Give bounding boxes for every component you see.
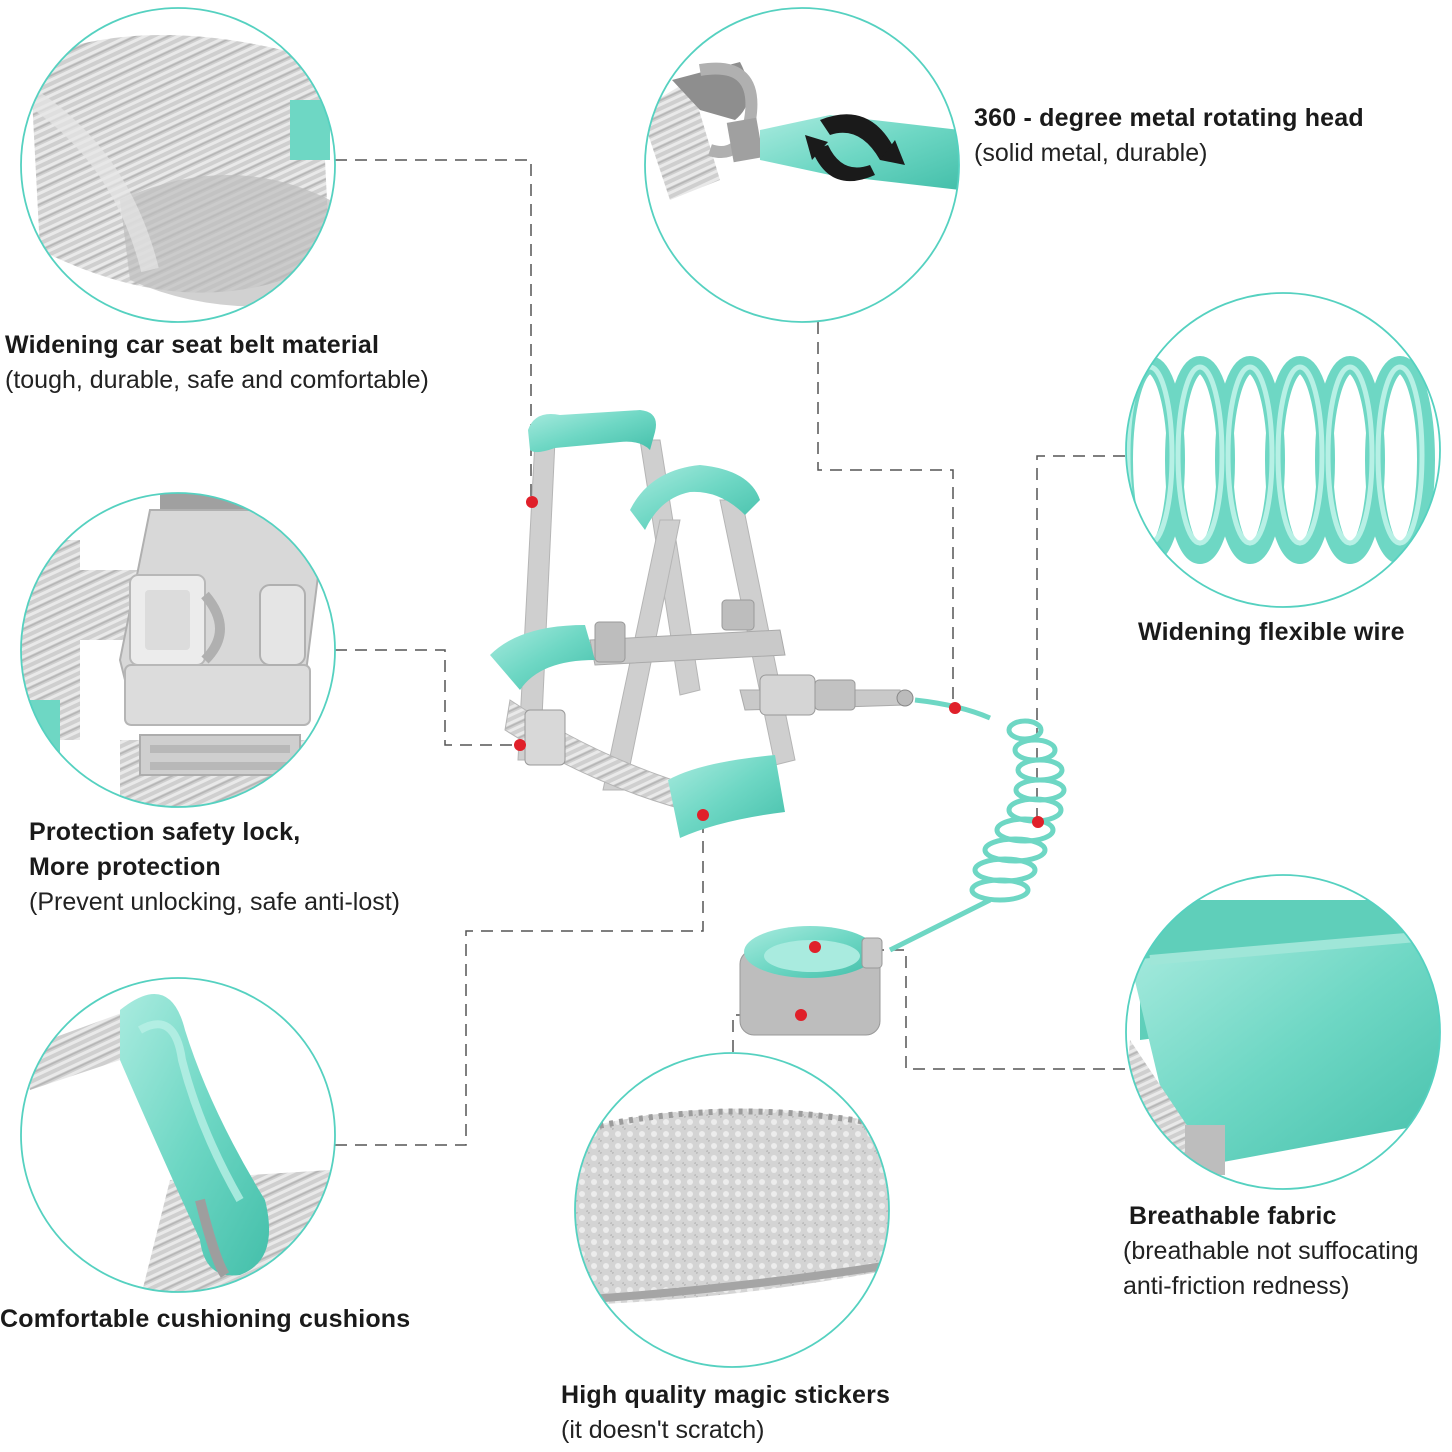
callout-magic-stickers: High quality magic stickers (it doesn't … — [561, 1378, 890, 1448]
marker-seat-belt — [526, 496, 538, 508]
marker-safety-lock — [514, 739, 526, 751]
leader-seat-belt — [335, 159, 532, 500]
callout-title: 360 - degree metal rotating head — [974, 104, 1364, 132]
callout-title: Protection safety lock, — [29, 818, 301, 846]
callout-subtitle: (breathable not suffocating — [1123, 1237, 1419, 1265]
callout-subtitle: (tough, durable, safe and comfortable) — [5, 366, 429, 394]
callout-title: High quality magic stickers — [561, 1381, 891, 1409]
callout-cushions: Comfortable cushioning cushions — [0, 1302, 410, 1337]
magic-stickers-closeup — [575, 1053, 889, 1367]
flexible-wire-ring — [1125, 292, 1441, 608]
callout-title: Widening flexible wire — [1138, 618, 1405, 646]
callout-rotating-head: 360 - degree metal rotating head (solid … — [974, 101, 1364, 171]
callout-safety-lock: Protection safety lock, More protection … — [29, 815, 400, 920]
leader-rotating-head — [817, 322, 954, 706]
leader-safety-lock — [335, 649, 520, 746]
callout-subtitle-line2: anti-friction redness) — [1123, 1272, 1350, 1300]
leader-flexible-wire — [1036, 455, 1125, 822]
callout-subtitle: (solid metal, durable) — [974, 139, 1208, 167]
flexible-wire-closeup — [1126, 293, 1440, 607]
callout-subtitle: (it doesn't scratch) — [561, 1416, 765, 1444]
callout-flexible-wire: Widening flexible wire — [1138, 615, 1405, 650]
cushions-ring — [20, 977, 336, 1293]
marker-magic-stickers — [795, 1009, 807, 1021]
callout-subtitle: (Prevent unlocking, safe anti-lost) — [29, 888, 401, 916]
rotating-head-ring — [644, 7, 960, 323]
breathable-ring — [1125, 874, 1441, 1190]
callout-seat-belt: Widening car seat belt material (tough, … — [5, 328, 429, 398]
harness-product — [490, 410, 1067, 1036]
safety-lock-ring — [20, 492, 336, 808]
callout-title: Comfortable cushioning cushions — [0, 1305, 411, 1333]
callout-title-line2: More protection — [29, 853, 221, 881]
leader-cushions — [335, 815, 704, 1146]
callout-title: Breathable fabric — [1129, 1202, 1337, 1230]
marker-rotating-head — [949, 702, 961, 714]
breathable-closeup — [1126, 875, 1440, 1189]
callout-breathable: Breathable fabric (breathable not suffoc… — [1123, 1199, 1419, 1304]
markers — [514, 496, 1044, 1021]
marker-flexible-wire — [1032, 816, 1044, 828]
marker-cushions — [697, 809, 709, 821]
callout-title: Widening car seat belt material — [5, 331, 380, 359]
seat-belt-closeup — [21, 8, 335, 322]
marker-breathable — [809, 941, 821, 953]
seat-belt-ring — [20, 7, 336, 323]
rotating-head-closeup — [645, 8, 959, 322]
magic-stickers-ring — [574, 1052, 890, 1368]
